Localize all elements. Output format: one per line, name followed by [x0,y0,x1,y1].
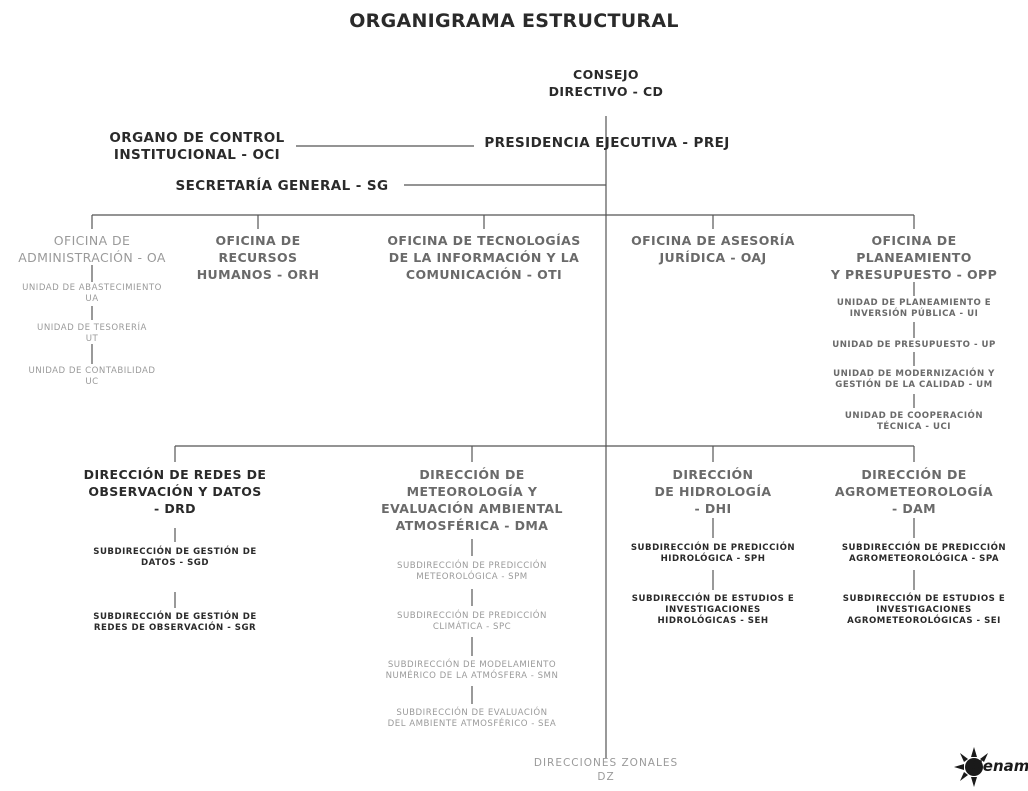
opp-unit-ui: UNIDAD DE PLANEAMIENTO E INVERSIÓN PÚBLI… [836,298,992,319]
dma-sub-sea: SUBDIRECCIÓN DE EVALUACIÓN DEL AMBIENTE … [387,708,557,729]
opp-unit-um: UNIDAD DE MODERNIZACIÓN Y GESTIÓN DE LA … [833,369,995,390]
dhi-sub-sph: SUBDIRECCIÓN DE PREDICCIÓN HIDROLÓGICA -… [630,543,796,564]
opp-unit-up: UNIDAD DE PRESUPUESTO - UP [832,340,996,350]
secretaria-node: SECRETARÍA GENERAL - SG [175,178,389,194]
logo-text: Senam [972,757,1028,775]
opp-unit-uci: UNIDAD DE COOPERACIÓN TÉCNICA - UCI [844,411,984,432]
direction-dam-node: DIRECCIÓN DE AGROMETEOROLOGÍA - DAM [834,467,994,516]
office-opp-node: OFICINA DE PLANEAMIENTO Y PRESUPUESTO - … [830,233,998,282]
presidencia-node: PRESIDENCIA EJECUTIVA - PREJ [484,135,730,151]
direction-dhi-node: DIRECCIÓN DE HIDROLOGÍA - DHI [654,467,772,516]
office-oaj-node: OFICINA DE ASESORÍA JURÍDICA - OAJ [631,233,795,265]
oa-unit-ut: UNIDAD DE TESORERÍA UT [37,323,147,344]
office-oti-node: OFICINA DE TECNOLOGÍAS DE LA INFORMACIÓN… [387,233,581,282]
office-orh-node: OFICINA DE RECURSOS HUMANOS - ORH [196,233,320,282]
oa-unit-uc: UNIDAD DE CONTABILIDAD UC [28,366,156,387]
consejo-directivo-node: CONSEJO DIRECTIVO - CD [548,67,664,99]
dam-sub-sei: SUBDIRECCIÓN DE ESTUDIOS E INVESTIGACION… [842,594,1006,626]
senamhi-logo: Senam [954,745,1028,789]
drd-sub-sgd: SUBDIRECCIÓN DE GESTIÓN DE DATOS - SGD [93,547,257,568]
sun-icon [954,747,988,787]
oci-node: ORGANO DE CONTROL INSTITUCIONAL - OCI [109,130,285,163]
drd-sub-sgr: SUBDIRECCIÓN DE GESTIÓN DE REDES DE OBSE… [93,612,257,633]
dhi-sub-seh: SUBDIRECCIÓN DE ESTUDIOS E INVESTIGACION… [631,594,795,626]
office-oa-node: OFICINA DE ADMINISTRACIÓN - OA [18,233,166,265]
direction-drd-node: DIRECCIÓN DE REDES DE OBSERVACIÓN Y DATO… [83,467,267,516]
dma-sub-spm: SUBDIRECCIÓN DE PREDICCIÓN METEOROLÓGICA… [397,561,547,582]
dma-sub-spc: SUBDIRECCIÓN DE PREDICCIÓN CLIMÁTICA - S… [397,611,547,632]
direction-dma-node: DIRECCIÓN DE METEOROLOGÍA Y EVALUACIÓN A… [381,467,563,533]
page-title: ORGANIGRAMA ESTRUCTURAL [349,10,679,32]
dma-sub-smn: SUBDIRECCIÓN DE MODELAMIENTO NUMÉRICO DE… [385,660,559,681]
dam-sub-spa: SUBDIRECCIÓN DE PREDICCIÓN AGROMETEOROLÓ… [841,543,1007,564]
direcciones-zonales-node: DIRECCIONES ZONALES DZ [533,757,679,783]
oa-unit-ua: UNIDAD DE ABASTECIMIENTO UA [22,283,162,304]
